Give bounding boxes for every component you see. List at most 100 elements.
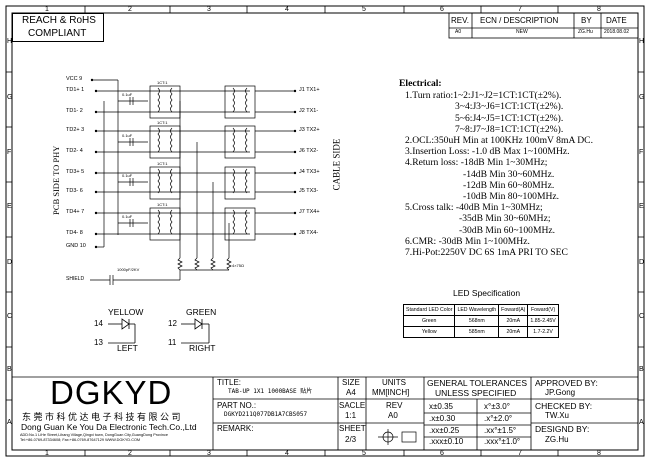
cap-label-1: 0.1uF (122, 92, 133, 97)
elec-line-1: 1.Turn ratio:1~2:J1~J2=1CT:1CT(±2%). (405, 90, 562, 102)
grid-row-c-right: C (639, 313, 645, 320)
checked-label: CHECKED BY: (535, 401, 593, 411)
grid-row-h-right: H (639, 38, 645, 45)
grid-row-g-right: G (639, 94, 645, 101)
company-name-en: Dong Guan Ke You Da Electronic Tech.Co.,… (21, 422, 197, 432)
checked-value: TW.Xu (545, 411, 570, 420)
pin-j4: J4 TX3+ (299, 169, 320, 175)
elec-line-10: -10dB Min 80~100MHz. (463, 191, 560, 203)
pin-gnd: GND 10 (66, 243, 86, 249)
compliance-box (12, 13, 104, 42)
rev-value-date: 2018.08.02 (604, 29, 630, 35)
pin-j1: J1 TX1+ (299, 87, 320, 93)
company-contact: Tel:+86-0769-87334608; Fax:+86-0769-8764… (20, 438, 141, 442)
units-label: UNITS (382, 378, 406, 387)
pin-td4-plus: TD4+ 7 (66, 209, 85, 215)
tol-angle-4: .xxx°±1.0° (484, 437, 521, 446)
tolerance-title-2: UNLESS SPECIFIED (435, 388, 517, 398)
grid-col-3-bottom: 3 (207, 450, 211, 457)
approved-value: JP.Gong (545, 388, 576, 397)
elec-line-4: 7~8:J7~J8=1CT:1CT(±2%). (455, 123, 564, 135)
grid-col-6: 6 (440, 6, 444, 13)
led-green-pin-b: 11 (168, 338, 177, 347)
pin-j2: J2 TX1- (299, 108, 319, 114)
company-name-cn: 东 莞 市 科 优 达 电 子 科 技 有 限 公 司 (22, 412, 181, 422)
grid-row-d-right: D (639, 259, 645, 266)
elec-line-13: -30dB Min 60~100MHz. (459, 224, 556, 236)
grid-col-3: 3 (207, 6, 211, 13)
grid-col-7-bottom: 7 (518, 450, 522, 457)
approved-label: APPROVED BY: (535, 378, 598, 388)
grid-row-b: B (7, 366, 12, 373)
pin-td2-plus: TD2+ 3 (66, 127, 85, 133)
size-label: SIZE (342, 378, 360, 387)
compliance-line-1: REACH & RoHS (22, 15, 96, 26)
designed-label: DESIGND BY: (535, 424, 590, 434)
pin-j5: J5 TX3- (299, 188, 319, 194)
led-yellow-pin-a: 14 (94, 319, 103, 328)
shield-cap-label: 1000pF/2KV (117, 267, 140, 272)
designed-value: ZG.Hu (545, 435, 569, 444)
scale-label: SACLE (339, 401, 366, 410)
rev-value-by: ZG.Hu (578, 29, 593, 35)
pin-td3-plus: TD3+ 5 (66, 169, 85, 175)
resistor-label: 4×75Ω (232, 263, 244, 268)
elec-line-15: 7.Hi-Pot:2250V DC 6S 1mA PRI TO SEC (405, 247, 568, 259)
grid-col-7: 7 (518, 6, 522, 13)
grid-row-f-right: F (639, 149, 644, 156)
grid-row-h: H (7, 38, 13, 45)
rev-header-date: DATE (606, 16, 627, 25)
grid-row-a: A (7, 419, 12, 426)
grid-col-1-bottom: 1 (45, 450, 49, 457)
pin-td1-minus: TD1- 2 (66, 108, 83, 114)
tolerance-title-1: GENERAL TOLERANCES (427, 378, 527, 388)
sheet-label: SHEET (339, 424, 366, 433)
grid-row-b-right: B (639, 366, 644, 373)
grid-col-4-bottom: 4 (285, 450, 289, 457)
grid-row-f: F (7, 149, 12, 156)
grid-row-c: C (7, 313, 13, 320)
company-logo: DGKYD (50, 374, 173, 411)
grid-row-g: G (7, 94, 13, 101)
sheet-value: 2/3 (345, 435, 357, 444)
title-label: TITLE: (217, 378, 242, 387)
led-yellow-label: YELLOW (108, 307, 144, 317)
led-yellow-side: LEFT (117, 343, 138, 353)
compliance-line-2: COMPLIANT (28, 28, 87, 39)
elec-line-7: 4.Return loss: -18dB Min 1~30MHz; (405, 157, 548, 169)
elec-line-11: 5.Cross talk: -40dB Min 1~30MHz; (405, 202, 543, 214)
led-cell: Yellow (402, 326, 456, 338)
led-green-side: RIGHT (189, 343, 216, 353)
cap-label-2: 0.1uF (122, 133, 133, 138)
rev-value-rev: A0 (455, 29, 462, 35)
tol-angle-1: x°±3.0° (484, 402, 510, 411)
tol-angle-3: .xx°±1.5° (484, 426, 517, 435)
cap-label-3: 0.1uF (122, 173, 133, 178)
pin-j7: J7 TX4+ (299, 209, 320, 215)
elec-line-14: 6.CMR: -30dB Min 1~100MHz. (405, 235, 530, 247)
rev-value-ecn: NEW (516, 29, 528, 35)
rev-value: A0 (388, 411, 398, 420)
led-cell: 1.7-2.2V (527, 326, 559, 338)
ratio-label-4: 1CT:1 (157, 202, 168, 207)
pin-td2-minus: TD2- 4 (66, 148, 83, 154)
grid-col-2-bottom: 2 (128, 450, 132, 457)
grid-col-8: 8 (597, 6, 601, 13)
remark-label: REMARK: (217, 424, 254, 433)
led-green-pin-a: 12 (168, 319, 177, 328)
pin-vcc: VCC 9 (66, 76, 83, 82)
tol-linear-1: x±0.35 (429, 402, 453, 411)
grid-col-8-bottom: 8 (597, 450, 601, 457)
tol-linear-3: .xx±0.25 (429, 426, 460, 435)
scale-value: 1:1 (345, 411, 357, 420)
tol-linear-2: .x±0.30 (429, 414, 456, 423)
size-value: A4 (346, 388, 356, 397)
grid-row-e-right: E (639, 203, 644, 210)
grid-col-6-bottom: 6 (440, 450, 444, 457)
pin-j3: J3 TX2+ (299, 127, 320, 133)
pin-j8: J8 TX4- (299, 230, 319, 236)
